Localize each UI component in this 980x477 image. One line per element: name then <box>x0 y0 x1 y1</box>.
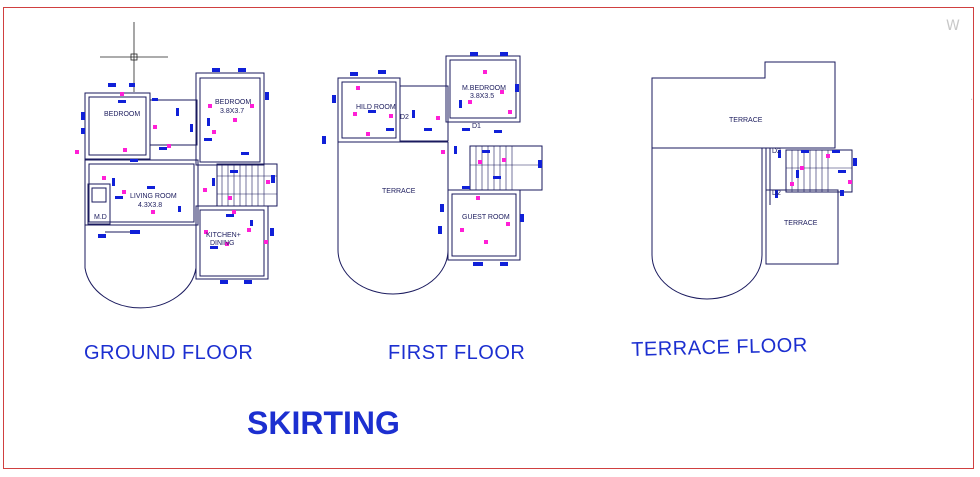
room-label-first-terrace: TERRACE <box>382 188 416 195</box>
skirting-markers-magenta <box>75 70 852 246</box>
ground-floor-plan <box>84 22 278 309</box>
door-label-terrace-d2b: D2 <box>772 190 781 197</box>
room-label-bedroom-right: BEDROOM <box>215 99 251 106</box>
viewcube-mark: . <box>970 92 974 103</box>
room-label-terrace-top: TERRACE <box>729 117 763 124</box>
terrace-floor-label: TERRACE FLOOR <box>631 334 809 361</box>
drawing-title: SKIRTING <box>247 405 400 441</box>
room-label-guest: GUEST ROOM <box>462 214 510 221</box>
terrace-floor-room-labels: TERRACE TERRACE D2 D2 <box>729 117 818 227</box>
room-label-terrace-bottom: TERRACE <box>784 220 818 227</box>
room-label-bedroom-left: BEDROOM <box>104 111 140 118</box>
viewcube-west-label: W <box>946 18 960 34</box>
first-floor-plan <box>337 55 543 295</box>
room-label-md: M.D <box>94 214 107 221</box>
terrace-floor-plan <box>651 61 853 300</box>
room-size-living: 4.3X3.8 <box>138 202 162 209</box>
room-label-child: HILD ROOM <box>356 104 396 111</box>
ground-floor-label: GROUND FLOOR <box>84 342 254 364</box>
room-size-mbed: 3.8X3.5 <box>470 93 494 100</box>
room-label-dining: DINING <box>210 240 235 247</box>
first-floor-room-labels: HILD ROOM M.BEDROOM 3.8X3.5 TERRACE GUES… <box>356 85 510 221</box>
door-label-d2: D2 <box>400 114 409 121</box>
room-label-mbed: M.BEDROOM <box>462 85 506 92</box>
crosshair-cursor-icon <box>100 22 168 92</box>
ground-floor-room-labels: BEDROOM BEDROOM 3.8X3.7 LIVING ROOM 4.3X… <box>94 99 251 247</box>
skirting-markers-blue <box>81 52 857 284</box>
door-label-terrace-d2a: D2 <box>772 148 781 155</box>
door-label-d1: D1 <box>472 123 481 130</box>
first-floor-label: FIRST FLOOR <box>388 342 526 364</box>
viewcube[interactable]: W . <box>940 12 978 103</box>
room-size-bedroom-right: 3.8X3.7 <box>220 108 244 115</box>
room-label-living: LIVING ROOM <box>130 193 177 200</box>
room-label-kitchen: KITCHEN+ <box>206 232 241 239</box>
